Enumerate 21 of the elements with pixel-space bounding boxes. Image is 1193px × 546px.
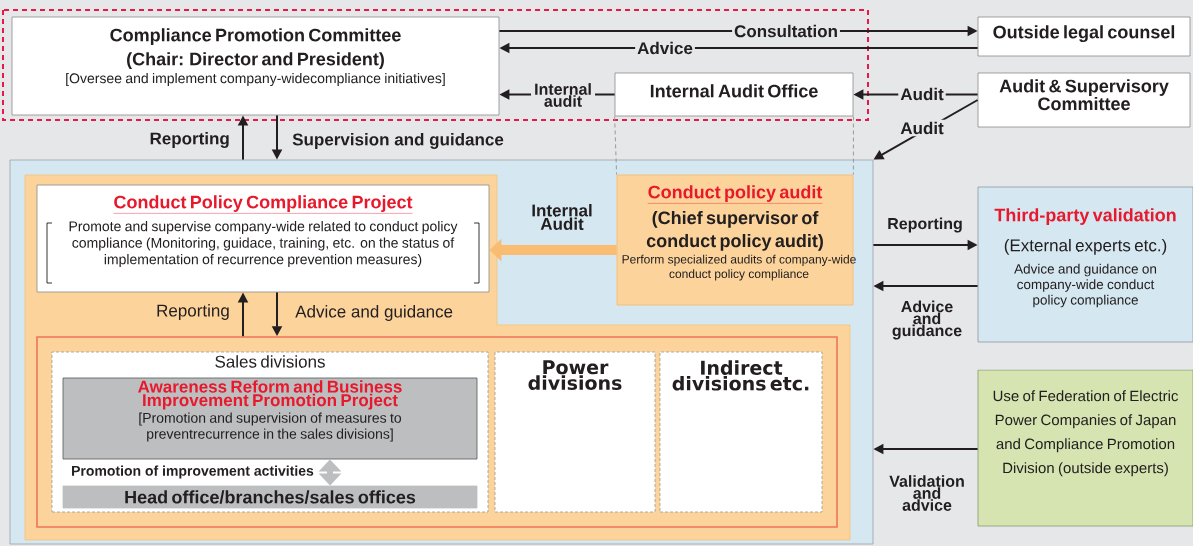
edge-label: Promotion of improvement activities — [69, 463, 316, 481]
connector-line — [614, 115, 854, 176]
edge-label: Reporting — [154, 302, 232, 322]
edge-label: Advice and guidance — [885, 298, 969, 342]
validation-box: Third-party validation (External experts etc.) Advice and guidance on company-wide conduct policy compliance — [977, 186, 1193, 343]
committee-box: Compliance Promotion Committee (Chair: Director and President) [Oversee and implement company-widecompliance initiatives] — [11, 16, 500, 116]
edge-label: Reporting — [147, 130, 232, 150]
edge-label: Validation and advice — [885, 473, 969, 513]
edge-label: Internal audit — [531, 81, 595, 109]
division-box: Indirect divisions etc. — [659, 351, 823, 513]
edge-label: Supervision and guidance — [290, 131, 506, 151]
edge-label: Advice and guidance — [293, 303, 456, 323]
edge-label: Internal Audit — [520, 202, 604, 232]
office-box: Internal Audit Office — [614, 72, 854, 117]
counsel-box: Outside legal counsel — [977, 16, 1191, 57]
division-box: Power divisions — [494, 351, 656, 513]
project-box: Conduct Policy Compliance Project Promote and supervise company-wide related to conduct policy compliance (Monitoring, guidace, training, etc. on the status of implementation of recurrence prevention measures) — [36, 184, 490, 293]
project-box: Awareness Reform and Business Improvement Promotion Project [Promotion and supervision of measures to preventrecurrence in the sales divisions] — [62, 377, 478, 460]
committee-box: Audit & Supervisory Committee — [977, 72, 1191, 128]
experts-box: Use of Federation of Electric Power Companies of Japan and Compliance Promotion Division (outside experts) — [977, 369, 1193, 527]
audit-box: Conduct policy audit (Chief supervisor of conduct policy audit) Perform specialized audits of company-wide conduct policy compliance — [616, 174, 856, 306]
